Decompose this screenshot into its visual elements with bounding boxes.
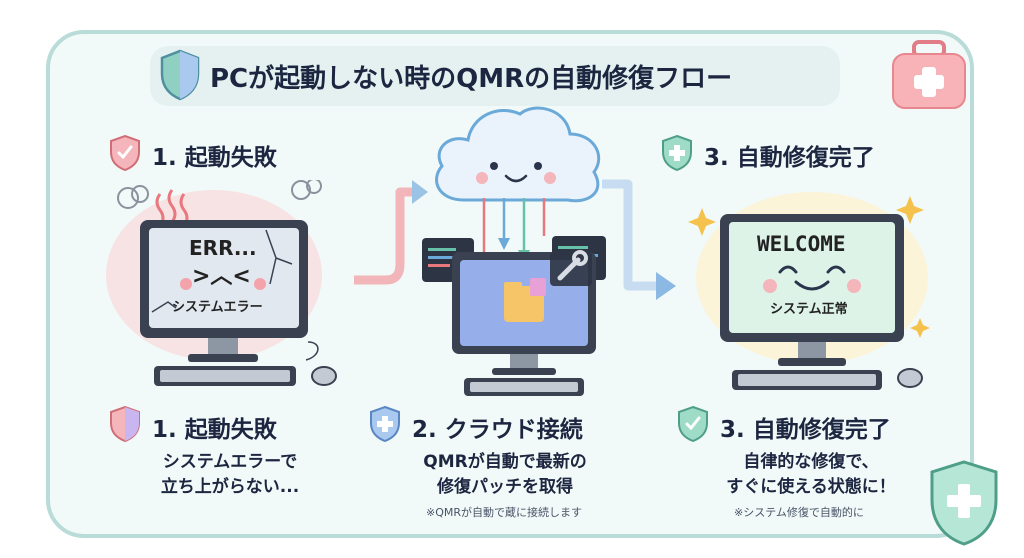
shield-plus-icon: [930, 460, 998, 546]
arrow-to-cloud-icon: [354, 180, 428, 285]
error-face-text: >︿<: [192, 264, 251, 289]
normal-label-text: システム正常: [770, 302, 848, 317]
step3-note: ※システム修復で自動的に: [734, 506, 864, 519]
step1-top-title: 1. 起動失敗: [152, 145, 277, 171]
arrow-to-success-icon: [602, 179, 676, 300]
step2-title: 2. クラウド接続: [412, 417, 583, 443]
welcome-text: WELCOME: [757, 232, 846, 256]
step3-desc: 自律的な修復で、 すぐに使える状態に！: [706, 450, 916, 500]
step3-title: 3. 自動修復完了: [720, 417, 891, 443]
step3-desc-line1: 自律的な修復で、: [743, 452, 879, 472]
repair-monitor: [422, 236, 606, 396]
step1-desc-line2: 立ち上がらない...: [160, 477, 300, 497]
step1-title: 1. 起動失敗: [152, 417, 277, 443]
title-banner: [150, 46, 840, 106]
first-aid-kit-icon: [892, 40, 966, 109]
step1-desc: システムエラーで 立ち上がらない...: [140, 450, 320, 500]
step2-desc: QMRが自動で最新の 修復パッチを取得: [400, 450, 610, 500]
shield-icon: [678, 405, 708, 443]
step2-desc-line1: QMRが自動で最新の: [423, 452, 587, 472]
shield-icon: [370, 405, 400, 443]
step1-desc-line1: システムエラーで: [162, 452, 298, 472]
step2-desc-line2: 修復パッチを取得: [437, 477, 573, 497]
shield-icon: [160, 49, 200, 101]
step3-desc-line2: すぐに使える状態に！: [726, 477, 896, 497]
success-monitor: [688, 192, 930, 390]
step2-note: ※QMRが自動で蔵に接続します: [426, 506, 583, 519]
error-monitor: [106, 180, 337, 386]
error-label-text: システムエラー: [172, 300, 263, 315]
page-title: PCが起動しない時のQMRの自動修復フロー: [210, 64, 733, 94]
shield-icon: [662, 134, 692, 172]
shield-icon: [110, 134, 140, 172]
error-code-text: ERR...: [189, 236, 257, 260]
shield-icon: [110, 405, 140, 443]
cloud-icon: [435, 106, 601, 203]
step3-top-title: 3. 自動修復完了: [704, 145, 875, 171]
